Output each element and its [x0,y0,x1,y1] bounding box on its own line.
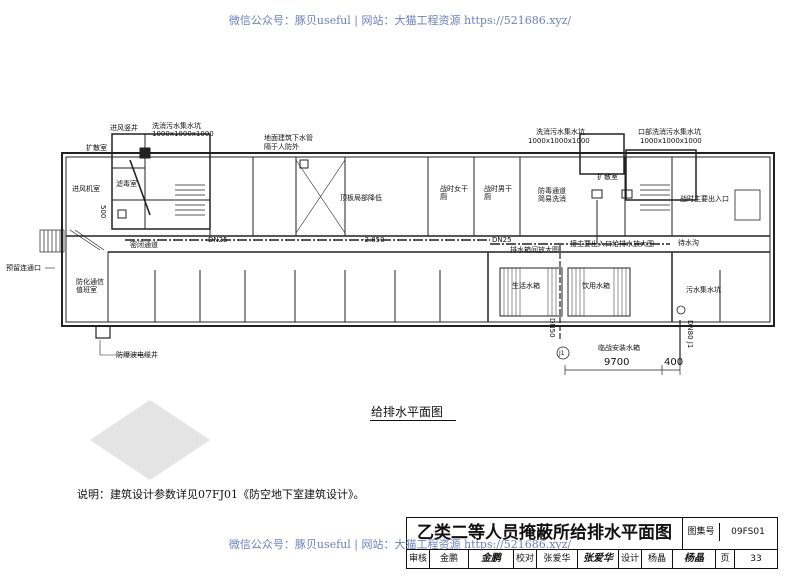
atlas-number: 09FS01 [731,527,765,537]
label-standby-water: 待水沟 [678,239,699,247]
label-washwater-pit-mid: 洗消污水集水坑 [536,128,585,136]
page-label: 页 [716,550,735,568]
label-comm-room: 防化通信值班室 [76,278,104,294]
page-number: 33 [750,554,762,564]
design-name: 杨晶 [642,550,673,568]
label-drain-detail: 排水箱间放大图 [510,246,559,254]
dim-500: 500 [99,205,107,219]
check-label: 校对 [514,550,537,568]
label-diffusion-room-right: 扩散室 [597,173,618,181]
check-name: 张爱华 [537,550,578,568]
label-buried-pipe: 隔于人防外 [264,143,299,151]
design-signature: 杨晶 [673,550,716,568]
label-elevation: -2.850 [362,236,385,244]
stairs-entry [39,229,105,253]
label-drink-tank-1: 生活水箱 [512,282,540,290]
label-collapse-room: 顶板局部降低 [340,194,382,202]
label-pit-size-right: 1000x1000x1000 [640,137,702,145]
label-dn80: DN80 J1 [686,320,694,349]
label-corridor-left: 密闭通道 [130,241,158,249]
title-block-row: 审核 金鹏 金鹏 校对 张爱华 张爱华 设计 杨晶 杨晶 页 33 [407,550,777,568]
scan-watermark-pattern [90,400,210,480]
label-fan-room: 进风机室 [72,185,100,193]
label-ground-drain: 地面建筑下水管 [264,134,313,142]
label-decon-passage: 防毒通道简易洗消 [538,187,566,203]
outer-wall [61,152,775,327]
check-signature: 张爱华 [578,550,619,568]
label-sewage-pit: 污水集水坑 [686,286,721,294]
caption-underline [370,420,456,421]
label-temp-tank: 临战安装水箱 [598,344,640,352]
review-signature: 金鹏 [469,550,514,568]
inner-wall [65,156,771,323]
stairs-right [640,184,670,211]
title-block: 乙类二等人员掩蔽所给排水平面图 图集号 09FS01 审核 金鹏 金鹏 校对 张… [406,517,778,569]
label-pit-size-mid: 1000x1000x1000 [528,137,590,145]
label-dn50: DN50 [548,318,556,338]
label-drink-tank-2: 饮用水箱 [582,282,610,290]
label-dn25-left: DN25 [208,236,228,244]
tank-hatch [503,268,627,316]
review-label: 审核 [407,550,430,568]
label-blast-well: 防爆波电缆井 [116,351,158,359]
label-dn25-mid: DN25 [492,236,512,244]
label-emergency-exit: 预留连通口 [6,264,41,272]
label-main-entry-detail: 接主要出入口给排水放大图 [570,240,654,248]
label-entry-pit: 口部洗消污水集水坑 [638,128,701,136]
label-washwater-pit-left: 洗消污水集水坑 [152,122,201,130]
label-filter-room: 滤毒室 [116,180,137,188]
stairs-left [175,184,205,216]
dim-9700: 9700 [604,357,630,368]
atlas-label: 图集号 [683,523,720,541]
dim-400: 400 [664,357,684,368]
label-diffusion-room: 扩散室 [86,144,107,152]
label-dry-latrine-m: 战时男干厕 [484,185,512,201]
design-label: 设计 [619,550,642,568]
label-main-exit: 战时主要出入口 [680,195,729,203]
watermark-top: 微信公众号：豚贝useful | 网站：大猫工程资源 https://52168… [228,14,572,27]
drawing-caption: 给排水平面图 [371,405,444,419]
label-dry-latrine-f: 战时女干厕 [440,185,468,201]
review-name: 金鹏 [430,550,469,568]
label-intake-shaft: 进风竖井 [110,124,138,132]
label-j1: J1 [559,350,565,357]
watermark-bottom: 微信公众号：豚贝useful | 网站：大猫工程资源 https://52168… [228,538,572,551]
design-note: 说明：建筑设计参数详见07FJ01《防空地下室建筑设计》。 [77,488,365,501]
label-pit-size-left: 1000x1000x1000 [152,130,214,138]
